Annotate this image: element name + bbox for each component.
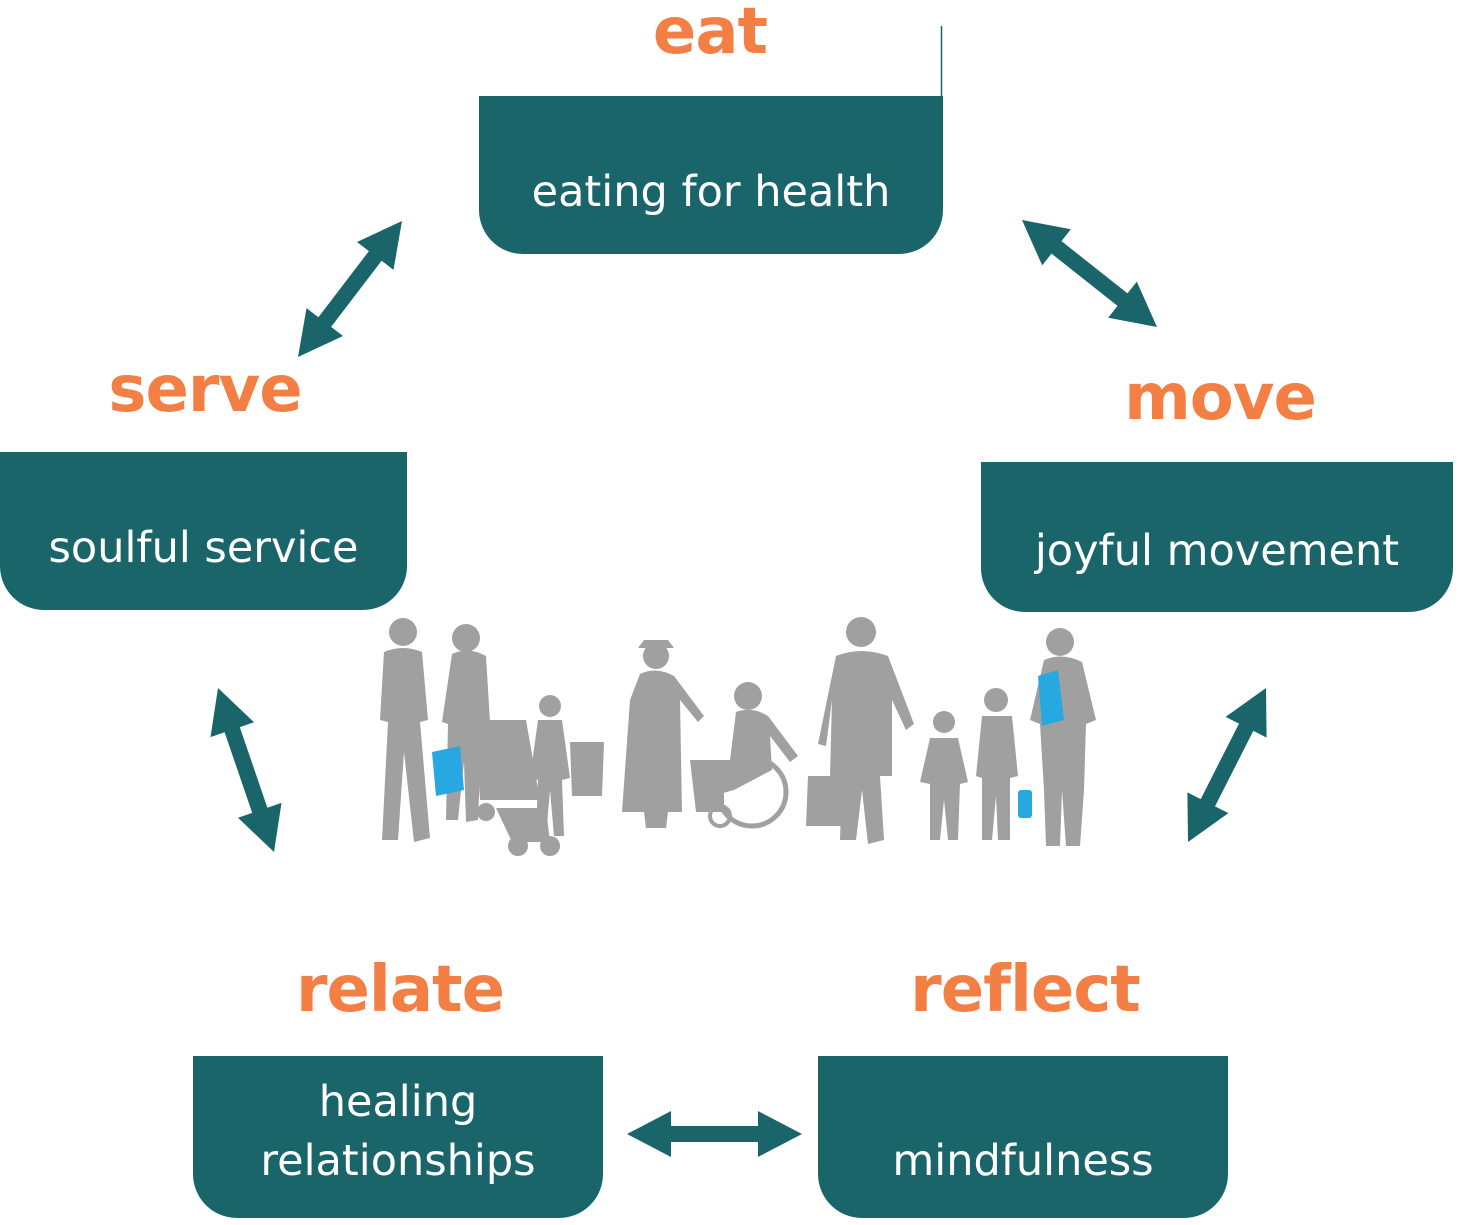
arrow-eat-move bbox=[1022, 220, 1157, 327]
silhouette-accents bbox=[432, 670, 1064, 818]
blue-bag-left bbox=[432, 746, 464, 796]
keyword-move: move bbox=[1124, 361, 1317, 435]
box-relate-label-line1: healing bbox=[318, 1076, 478, 1127]
box-eat-label: eating for health bbox=[531, 167, 891, 218]
box-eat: eating for health bbox=[479, 96, 943, 254]
people-silhouettes-icon bbox=[380, 617, 1096, 856]
arrow-reflect-relate bbox=[627, 1111, 802, 1157]
box-serve-label: soulful service bbox=[48, 523, 359, 574]
arrow-relate-serve bbox=[210, 688, 282, 852]
box-relate-label-line2: relationships bbox=[260, 1136, 536, 1186]
box-move-label: joyful movement bbox=[1034, 526, 1400, 577]
keyword-relate: relate bbox=[295, 953, 505, 1027]
blue-bag-right bbox=[1038, 670, 1064, 726]
box-reflect-label: mindfulness bbox=[892, 1136, 1154, 1187]
box-serve: soulful service bbox=[0, 452, 407, 610]
arrow-serve-eat bbox=[298, 221, 402, 357]
box-reflect: mindfulness bbox=[818, 1056, 1228, 1218]
blue-bottle bbox=[1018, 790, 1032, 818]
keyword-eat: eat bbox=[652, 0, 768, 69]
box-relate: healing relationships bbox=[193, 1056, 603, 1218]
box-move: joyful movement bbox=[981, 462, 1453, 612]
arrow-move-reflect bbox=[1187, 688, 1267, 842]
keyword-serve: serve bbox=[108, 353, 302, 427]
keyword-reflect: reflect bbox=[910, 953, 1141, 1027]
